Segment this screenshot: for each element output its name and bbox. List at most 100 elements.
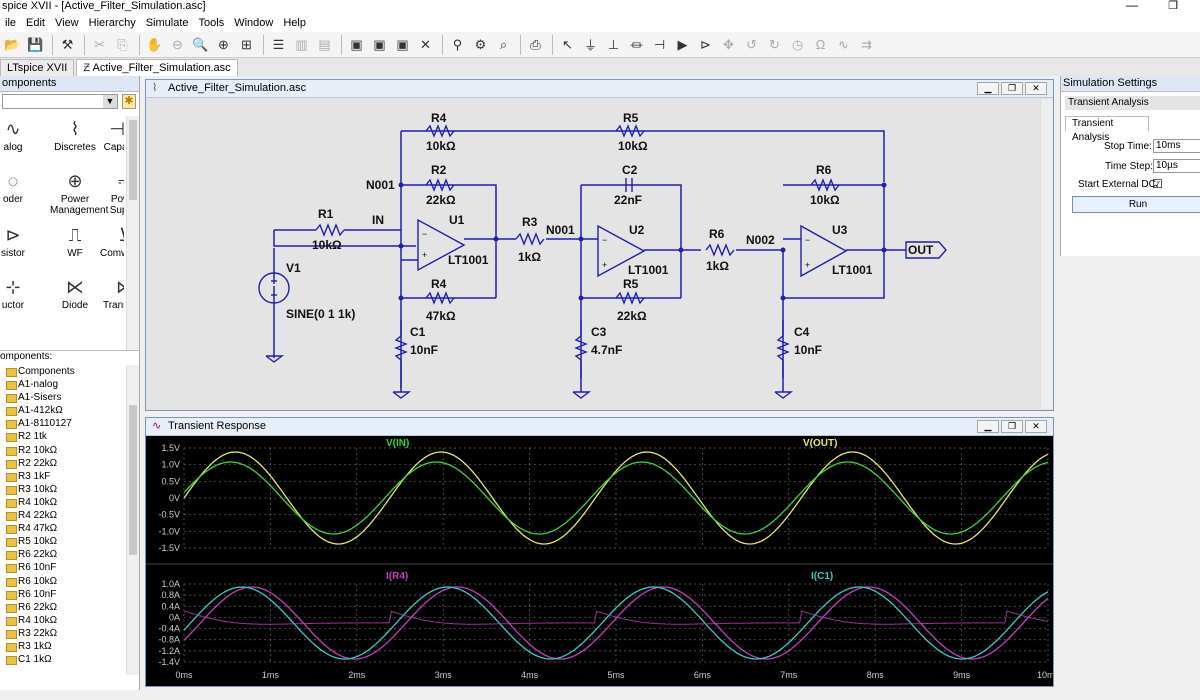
- minimize-icon[interactable]: —: [1126, 0, 1138, 12]
- tree-item[interactable]: R5 10kΩ: [0, 535, 126, 548]
- label-icon[interactable]: ⊥: [607, 36, 620, 52]
- tree-item[interactable]: A1-412kΩ: [0, 404, 126, 417]
- tree-item[interactable]: R6 10kΩ: [0, 575, 126, 588]
- tree-item[interactable]: R4 47kΩ: [0, 522, 126, 535]
- tree-item[interactable]: R4 10kΩ: [0, 496, 126, 509]
- probe-icon[interactable]: ⚲: [452, 36, 463, 52]
- text-icon[interactable]: ∿: [838, 36, 849, 52]
- tree-item[interactable]: R6 10nF: [0, 561, 126, 574]
- wave-minimize-button[interactable]: ▁: [977, 420, 999, 433]
- component-category[interactable]: ⊻Comwehers: [100, 222, 124, 259]
- schematic-canvas[interactable]: R4 10kΩ R5 10kΩ R2 22kΩ C2 22nF R6 10kΩ …: [146, 98, 1053, 410]
- move-icon[interactable]: ✥: [723, 36, 734, 52]
- diode-icon[interactable]: ▶: [677, 36, 688, 52]
- close-window-icon[interactable]: ✕: [420, 36, 431, 52]
- tree-item[interactable]: R4 10kΩ: [0, 614, 126, 627]
- component-category[interactable]: ⎓Power Supply: [100, 168, 124, 216]
- tree-item[interactable]: C1 1kΩ: [0, 653, 126, 666]
- hammer-icon[interactable]: ⚒: [61, 36, 74, 52]
- copy-icon[interactable]: ⎘: [117, 36, 128, 52]
- print-icon[interactable]: ⎙: [530, 36, 541, 52]
- maximize-button[interactable]: ❐: [1001, 82, 1023, 95]
- tree-item[interactable]: R2 1tk: [0, 430, 126, 443]
- tree-item[interactable]: R4 22kΩ: [0, 509, 126, 522]
- tree-item[interactable]: R2 22kΩ: [0, 457, 126, 470]
- open-folder-icon[interactable]: 📂: [4, 36, 21, 52]
- component-category[interactable]: ⌇Discretes: [50, 116, 100, 153]
- wave-close-button[interactable]: ✕: [1025, 420, 1047, 433]
- tree-item[interactable]: R2 10kΩ: [0, 444, 126, 457]
- tree-item[interactable]: R3 22kΩ: [0, 627, 126, 640]
- component-category[interactable]: ⎍WF: [50, 222, 100, 259]
- binoculars-icon[interactable]: ⌕: [499, 36, 508, 52]
- undo-icon[interactable]: ↺: [746, 36, 757, 52]
- ground-icon[interactable]: ⏚: [583, 38, 597, 53]
- component-category[interactable]: ⊕Power Management: [50, 168, 108, 216]
- tree-scroll-thumb[interactable]: [129, 405, 137, 555]
- spice-directive-icon[interactable]: ⇉: [861, 36, 872, 52]
- scroll-thumb[interactable]: [129, 120, 137, 200]
- zoom-region-icon[interactable]: ⊞: [241, 36, 252, 52]
- restore-icon[interactable]: ❐: [1168, 0, 1178, 12]
- menu-help[interactable]: Help: [283, 17, 306, 29]
- window-3-icon[interactable]: ▣: [396, 36, 409, 52]
- schematic-scrollbar[interactable]: [1040, 99, 1053, 409]
- stop-time-input[interactable]: 10ms: [1153, 139, 1200, 153]
- save-icon[interactable]: 💾: [27, 36, 44, 52]
- run-button[interactable]: Run: [1072, 196, 1200, 213]
- menu-tools[interactable]: Tools: [198, 17, 225, 29]
- time-step-input[interactable]: 10µs: [1153, 159, 1200, 173]
- menu-view[interactable]: View: [54, 17, 79, 29]
- tree-item[interactable]: R6 22kΩ: [0, 548, 126, 561]
- component-category[interactable]: ⊣⊢Capacitor: [100, 116, 124, 153]
- category-scrollbar[interactable]: [126, 116, 139, 350]
- tree-item[interactable]: A1-8110127: [0, 417, 126, 430]
- pan-icon[interactable]: ✋: [146, 36, 163, 52]
- menu-window[interactable]: Window: [234, 17, 274, 29]
- menu-hierarchy[interactable]: Hierarchy: [88, 17, 136, 29]
- menu-file[interactable]: ile: [5, 17, 17, 29]
- tile-horizontal-icon[interactable]: ☰: [272, 36, 285, 52]
- waveform-plot[interactable]: 1.5V1.0V0.5V0V-0.5V-1.0V-1.5V1.0A0.8A0.4…: [146, 436, 1060, 686]
- start-dc-checkbox[interactable]: ☑: [1152, 177, 1163, 191]
- mirror-icon[interactable]: Ω: [815, 37, 826, 52]
- star-icon[interactable]: ✱: [122, 94, 136, 109]
- component-category[interactable]: ∿alog: [0, 116, 38, 153]
- zoom-fit-icon[interactable]: ⊕: [218, 36, 229, 52]
- settings-icon[interactable]: ⚙: [474, 36, 487, 52]
- window-1-icon[interactable]: ▣: [350, 36, 363, 52]
- tree-item[interactable]: R6 10nF: [0, 588, 126, 601]
- tile-vertical-icon[interactable]: ▥: [295, 36, 308, 52]
- rotate-icon[interactable]: ◷: [791, 36, 804, 52]
- cut-icon[interactable]: ✂: [94, 36, 105, 52]
- tree-item[interactable]: R3 1kΩ: [0, 640, 126, 653]
- wire-icon[interactable]: ↖: [562, 36, 573, 52]
- capacitor-icon[interactable]: ⊣: [653, 36, 666, 52]
- tree-item[interactable]: R3 10kΩ: [0, 483, 126, 496]
- component-icon[interactable]: ⊳: [700, 36, 711, 52]
- tree-item[interactable]: A1-nalog: [0, 378, 126, 391]
- zoom-out-icon[interactable]: ⊖: [172, 36, 183, 52]
- component-category[interactable]: ◌oder: [0, 168, 38, 205]
- chevron-down-icon[interactable]: ▼: [103, 95, 117, 108]
- redo-icon[interactable]: ↻: [769, 36, 780, 52]
- tab-ltspice[interactable]: LTspice XVII: [0, 59, 75, 76]
- cascade-icon[interactable]: ▤: [318, 36, 331, 52]
- tree-item[interactable]: A1-Sisers: [0, 391, 126, 404]
- component-category[interactable]: ⋉Transistor: [100, 274, 124, 311]
- component-search-input[interactable]: ▼: [2, 94, 118, 109]
- tree-scrollbar[interactable]: [126, 365, 139, 675]
- close-button[interactable]: ✕: [1025, 82, 1047, 95]
- component-category[interactable]: ⋉Diode: [50, 274, 100, 311]
- menu-edit[interactable]: Edit: [26, 17, 45, 29]
- component-category[interactable]: ⊹uctor: [0, 274, 38, 311]
- resistor-icon[interactable]: ⏛: [629, 38, 643, 53]
- tree-item[interactable]: Components: [0, 365, 126, 378]
- tab-schematic[interactable]: Ƶ Active_Filter_Simulation.asc: [76, 59, 238, 76]
- zoom-in-icon[interactable]: 🔍: [192, 36, 209, 52]
- tree-item[interactable]: R3 1kF: [0, 470, 126, 483]
- window-2-icon[interactable]: ▣: [373, 36, 386, 52]
- tree-item[interactable]: R6 22kΩ: [0, 601, 126, 614]
- minimize-button[interactable]: ▁: [977, 82, 999, 95]
